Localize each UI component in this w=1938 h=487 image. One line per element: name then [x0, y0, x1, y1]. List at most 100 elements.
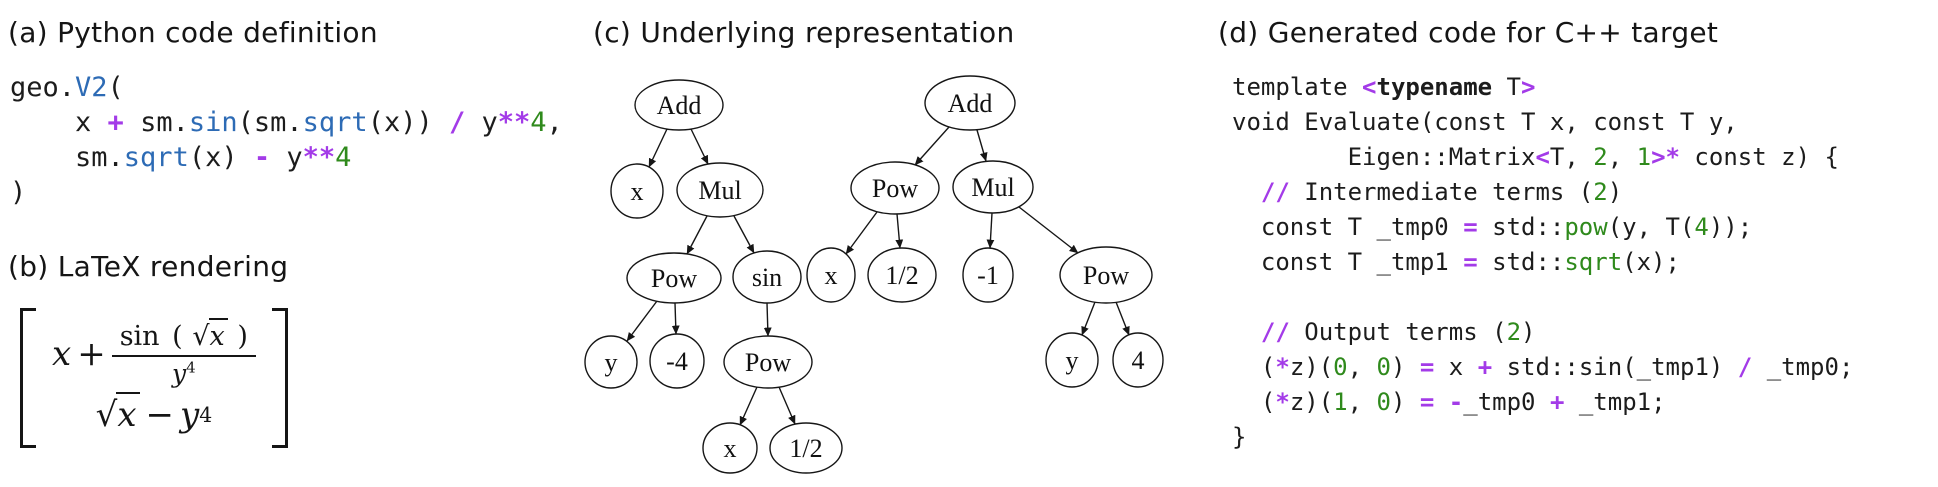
tree-node-pow: Pow	[1059, 246, 1153, 304]
svg-text:x: x	[631, 177, 644, 206]
tree-edge	[1115, 301, 1130, 336]
tree-edge	[686, 215, 708, 255]
expression-trees-svg: Add x Mul Pow sin y -4 Pow x 1/2 Add Pow…	[584, 75, 1164, 474]
tree-node-4: 4	[1112, 332, 1164, 388]
tree-node-half: 1/2	[867, 247, 937, 303]
tree-edge	[626, 300, 658, 342]
tree-edge	[986, 212, 995, 249]
tree-edge	[671, 302, 680, 335]
code-line: Eigen::Matrix<T, 2, 1>* const z) {	[1232, 143, 1839, 171]
tree-node-pow: Pow	[626, 252, 722, 304]
tree-node-x: x	[806, 247, 856, 303]
math-var-y: y	[180, 395, 200, 436]
svg-text:Mul: Mul	[971, 173, 1014, 202]
matrix-right-bracket	[271, 308, 288, 448]
matrix-left-bracket	[20, 308, 36, 448]
code-line: sm.sqrt(x) - y**4	[10, 142, 352, 173]
output-0-tree: Add x Mul Pow sin y -4 Pow x 1/2	[584, 79, 843, 474]
math-open-paren: (	[172, 320, 183, 352]
output-1-tree: Add Pow Mul x 1/2 -1 Pow y 4	[806, 75, 1164, 388]
panel-d-title: (d) Generated code for C++ target	[1218, 16, 1719, 49]
math-sqrt: √x	[95, 392, 140, 436]
svg-text:sin: sin	[752, 263, 782, 292]
tree-node-add: Add	[924, 75, 1016, 131]
code-line: template <typename T>	[1232, 73, 1536, 101]
math-var-x: x	[52, 333, 72, 374]
python-code-block: geo.V2( x + sm.sin(sm.sqrt(x)) / y**4, s…	[10, 70, 563, 210]
tree-node-x: x	[702, 422, 758, 474]
code-line: }	[1232, 423, 1247, 451]
svg-text:4: 4	[1132, 346, 1145, 375]
code-line: const T _tmp0 = std::pow(y, T(4));	[1232, 213, 1753, 241]
svg-text:Mul: Mul	[698, 176, 741, 205]
math-exponent: 4	[186, 358, 196, 377]
panel-b-title: (b) LaTeX rendering	[8, 250, 289, 283]
sqrt-argument: x	[208, 317, 228, 352]
tree-edge	[1018, 206, 1079, 254]
tree-edge	[733, 215, 755, 254]
panel-c-title: (c) Underlying representation	[593, 16, 1015, 49]
svg-text:Pow: Pow	[872, 174, 918, 203]
code-line: void Evaluate(const T x, const T y,	[1232, 108, 1738, 136]
code-line: (*z)(0, 0) = x + std::sin(_tmp1) / _tmp0…	[1232, 353, 1854, 381]
tree-node-half: 1/2	[769, 422, 843, 474]
tree-edge	[845, 211, 878, 255]
fraction-numerator: sin ( √x )	[111, 317, 256, 357]
math-plus-operator: +	[77, 333, 106, 374]
sqrt-argument: x	[116, 392, 140, 436]
code-line: // Intermediate terms (2)	[1260, 178, 1623, 206]
svg-text:Add: Add	[657, 91, 702, 120]
code-line: geo.V2(	[10, 72, 124, 103]
tree-node-pow: Pow	[850, 161, 940, 215]
cpp-code-block: template <typename T> void Evaluate(const…	[1232, 70, 1853, 455]
tree-edge	[778, 386, 796, 425]
tree-edge	[895, 213, 904, 249]
svg-text:y: y	[1066, 346, 1079, 375]
code-line: (*z)(1, 0) = -_tmp0 + _tmp1;	[1232, 388, 1666, 416]
code-line: )	[10, 177, 27, 208]
svg-text:Pow: Pow	[651, 264, 697, 293]
tree-node-mul: Mul	[676, 162, 764, 218]
tree-edge	[739, 386, 758, 426]
math-sin-function: sin	[119, 320, 160, 352]
math-var-y: y	[171, 358, 187, 388]
tree-node-sin: sin	[732, 250, 802, 304]
svg-text:y: y	[605, 348, 618, 377]
code-line: const T _tmp1 = std::sqrt(x);	[1232, 248, 1680, 276]
tree-node-mul: Mul	[952, 160, 1034, 214]
matrix-row-1: x + sin ( √x ) y4	[52, 317, 256, 388]
tree-edge	[914, 126, 950, 166]
svg-text:1/2: 1/2	[789, 434, 822, 463]
code-line: // Output terms (2)	[1260, 318, 1536, 346]
tree-node-x: x	[610, 163, 664, 219]
fraction-denominator: y4	[172, 357, 196, 388]
tree-edge	[763, 302, 772, 337]
svg-text:Pow: Pow	[1083, 261, 1129, 290]
svg-text:-1: -1	[977, 261, 999, 290]
panel-a-title: (a) Python code definition	[8, 16, 378, 49]
tree-node-y: y	[584, 335, 638, 389]
svg-text:Pow: Pow	[745, 348, 791, 377]
tree-node-neg1: -1	[962, 247, 1014, 303]
math-fraction: sin ( √x ) y4	[111, 317, 256, 388]
math-close-paren: )	[237, 320, 248, 352]
radical-sign: √	[192, 320, 210, 352]
math-minus-operator: −	[145, 395, 175, 436]
svg-text:x: x	[724, 434, 737, 463]
code-line: x + sm.sin(sm.sqrt(x)) / y**4,	[10, 107, 563, 138]
math-sqrt: √x	[192, 317, 228, 352]
svg-text:Add: Add	[948, 89, 993, 118]
tree-edge	[1081, 301, 1096, 336]
code-line	[1232, 280, 1853, 315]
tree-node-y: y	[1045, 332, 1099, 388]
tree-edge	[648, 128, 668, 168]
svg-text:1/2: 1/2	[885, 261, 918, 290]
tree-edge	[690, 128, 709, 165]
radical-sign: √	[95, 395, 118, 436]
svg-text:x: x	[825, 261, 838, 290]
tree-node-pow: Pow	[723, 335, 813, 389]
